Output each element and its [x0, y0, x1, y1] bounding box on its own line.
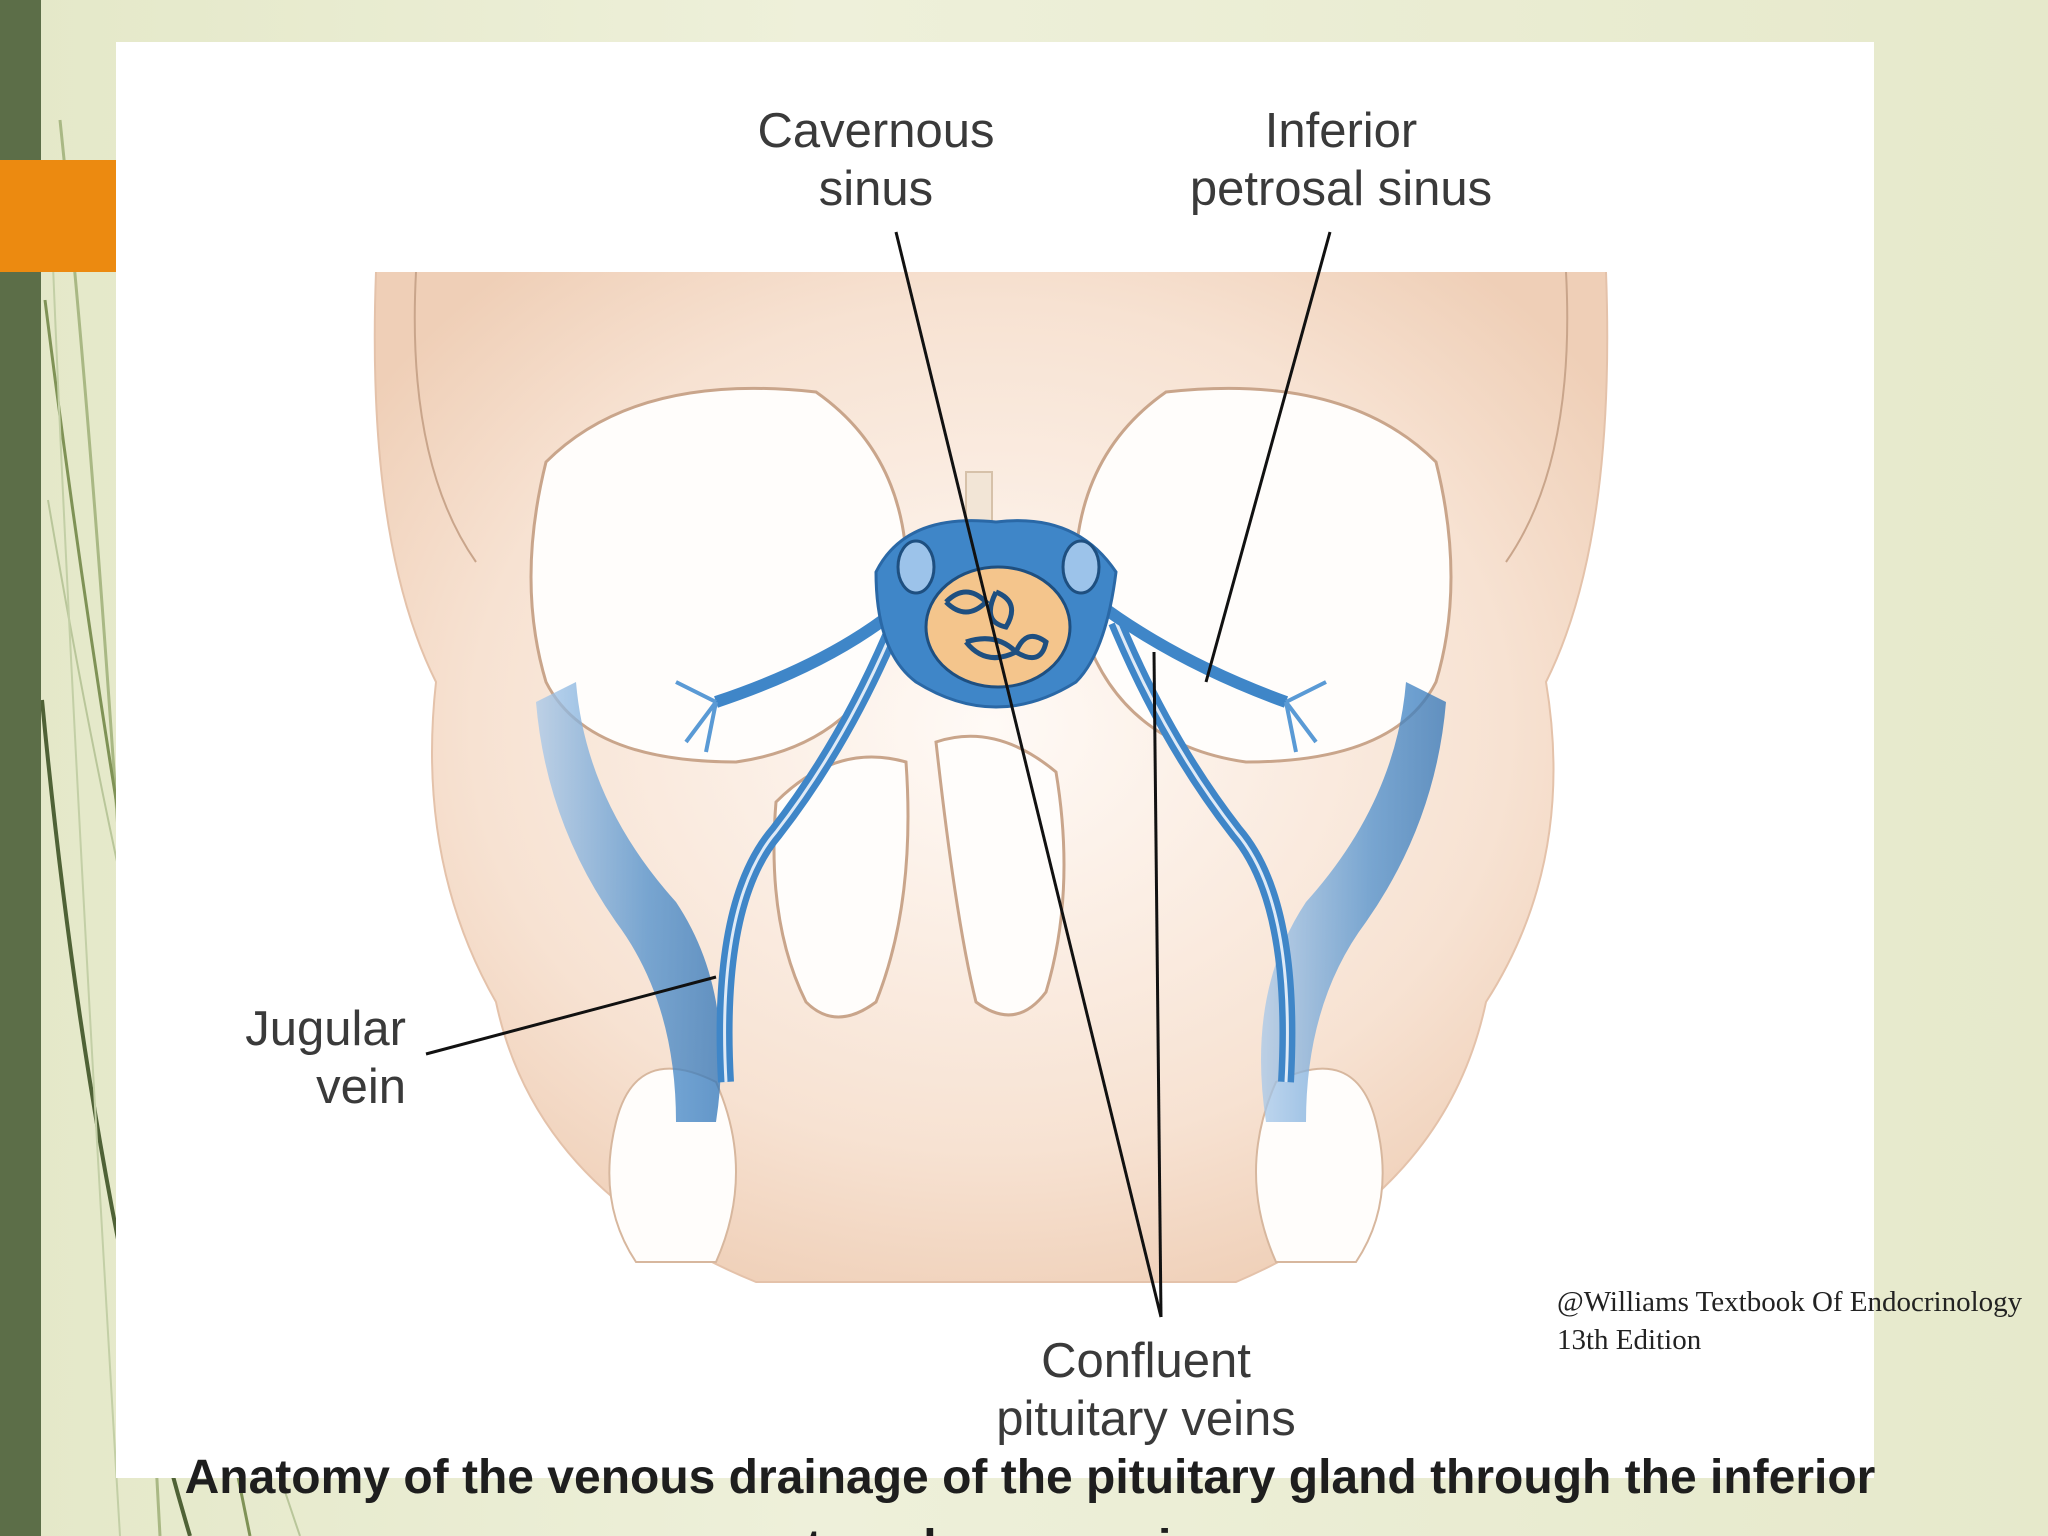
pituitary-venous-drawing — [373, 231, 1609, 1318]
anatomy-illustration: Cavernous sinus Inferior petrosal sinus … — [116, 42, 1874, 1478]
accent-tab — [0, 160, 116, 272]
slide-caption: Anatomy of the venous drainage of the pi… — [184, 1451, 1876, 1536]
label-jugular-vein: Jugular vein — [245, 1002, 406, 1114]
label-cavernous-sinus: Cavernous sinus — [757, 104, 995, 216]
source-credit: @Williams Textbook Of Endocrinology 13th… — [1557, 1286, 2023, 1356]
label-confluent-pituitary-veins: Confluent pituitary veins — [996, 1334, 1296, 1446]
label-inferior-petrosal-sinus: Inferior petrosal sinus — [1189, 104, 1493, 216]
